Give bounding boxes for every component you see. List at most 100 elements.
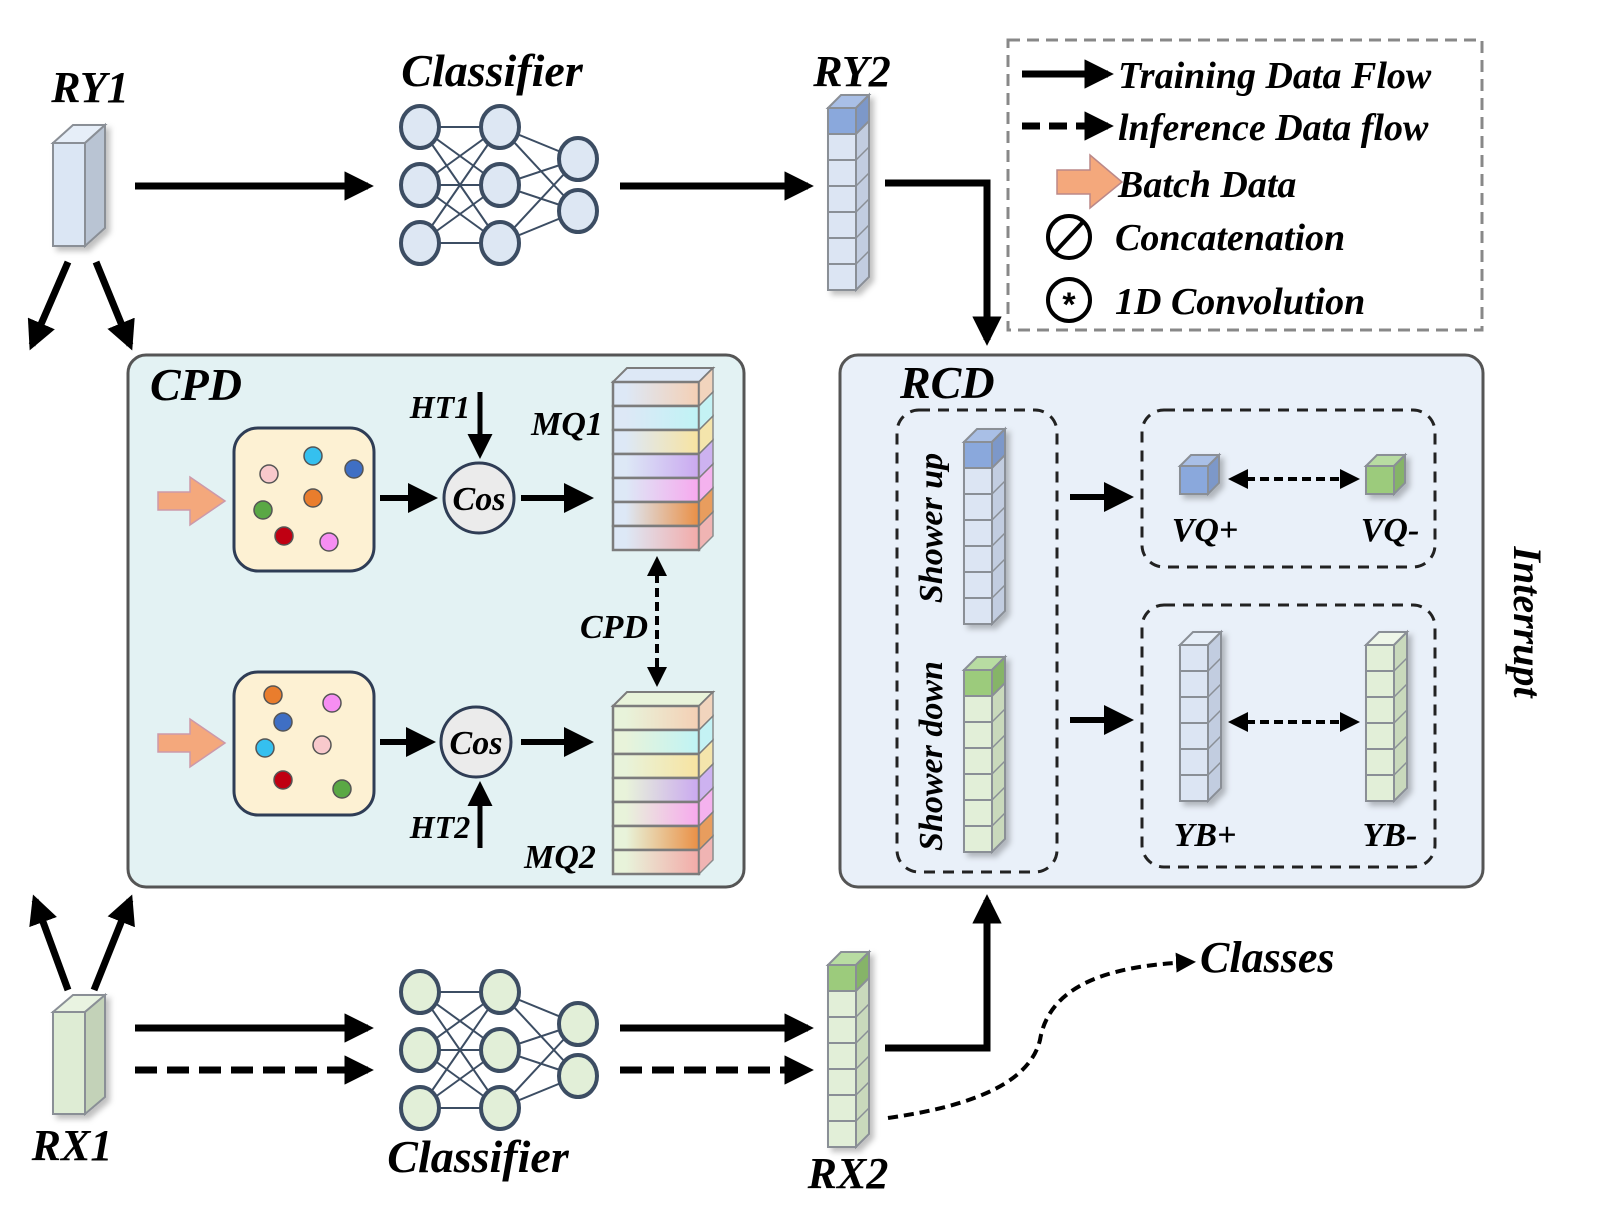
queue-top xyxy=(610,367,716,383)
cell-edge xyxy=(1393,683,1408,698)
yb-group-border xyxy=(1140,603,1437,869)
vq-minus-label: VQ- xyxy=(1361,512,1420,549)
vector-cell xyxy=(1179,670,1209,698)
nn-neuron xyxy=(479,969,521,1015)
inference-arrow-classes xyxy=(887,952,1196,1120)
nn-neuron xyxy=(399,104,441,150)
vector-cell xyxy=(963,441,993,469)
training-arrow xyxy=(90,894,135,992)
cell-edge xyxy=(991,734,1006,749)
classifier-top-label: Classifier xyxy=(401,45,584,96)
legend-training-flow: Training Data Flow xyxy=(1022,55,1432,97)
shower-down-vector xyxy=(961,654,1008,855)
cube-front xyxy=(1179,465,1209,495)
vector-cell xyxy=(827,1094,857,1122)
vector-cell xyxy=(827,107,857,135)
shower-down-label: Shower down xyxy=(913,661,950,851)
yb-minus-vector xyxy=(1363,629,1410,804)
legend: Training Data Flow lnference Data flow B… xyxy=(1006,38,1484,332)
vector-cell xyxy=(1179,644,1209,672)
cell-edge xyxy=(1207,709,1222,724)
ry1-label: RY1 xyxy=(50,63,128,112)
legend-label: lnference Data flow xyxy=(1118,107,1429,149)
legend-label: 1D Convolution xyxy=(1115,281,1365,323)
vector-cell xyxy=(963,467,993,495)
cell-edge xyxy=(855,1133,870,1148)
cell-edge xyxy=(1393,761,1408,776)
legend-border xyxy=(1006,38,1484,332)
vector-cell xyxy=(963,545,993,573)
mq2-label: MQ2 xyxy=(523,839,596,876)
vector-cell xyxy=(1365,774,1395,802)
nn-neuron xyxy=(399,220,441,266)
vector-cell xyxy=(1179,774,1209,802)
training-arrow xyxy=(885,179,1002,346)
cube-front xyxy=(1365,465,1395,495)
cos-label: Cos xyxy=(453,481,506,518)
cell-edge xyxy=(991,506,1006,521)
nn-neuron xyxy=(479,162,521,208)
batch-box-bottom xyxy=(232,670,376,817)
feature-dot xyxy=(312,735,332,755)
vector-cell xyxy=(827,964,857,992)
ry2-vector xyxy=(825,92,872,293)
nn-neuron xyxy=(557,1053,599,1099)
shower-up-label: Shower up xyxy=(913,453,950,603)
feature-dot xyxy=(273,770,293,790)
cell-edge xyxy=(855,172,870,187)
ht1-label: HT1 xyxy=(409,389,470,425)
memory-queue-2 xyxy=(610,690,716,876)
queue-slot xyxy=(611,728,701,756)
vector-cell xyxy=(1179,722,1209,750)
cell-edge xyxy=(1207,657,1222,672)
legend-label: Training Data Flow xyxy=(1118,55,1432,97)
nn-neuron xyxy=(399,1085,441,1131)
feature-dots-bottom xyxy=(255,685,352,799)
cell-edge xyxy=(991,480,1006,495)
feature-dot xyxy=(344,459,364,479)
legend-inference-flow: lnference Data flow xyxy=(1022,107,1429,149)
vq-plus-label: VQ+ xyxy=(1172,512,1239,549)
training-arrow xyxy=(885,894,1002,1052)
feature-dot xyxy=(263,685,283,705)
feature-dots-top xyxy=(253,446,364,552)
cpd-link-label: CPD xyxy=(580,609,648,646)
cell-edge xyxy=(855,1055,870,1070)
queue-top xyxy=(610,691,716,707)
cell-edge xyxy=(991,760,1006,775)
ry2-label: RY2 xyxy=(812,47,890,96)
cell-edge xyxy=(991,532,1006,547)
vector-cell xyxy=(963,669,993,697)
mq1-label: MQ1 xyxy=(530,406,603,443)
legend-label: Concatenation xyxy=(1115,217,1345,259)
cube-side xyxy=(855,92,870,137)
vector-cell xyxy=(1365,644,1395,672)
nn-neuron xyxy=(557,136,599,182)
vector-cell xyxy=(963,721,993,749)
cell-edge xyxy=(991,708,1006,723)
feature-dot xyxy=(274,526,294,546)
legend-concatenation: Concatenation xyxy=(1046,214,1345,260)
cell-edge xyxy=(1393,735,1408,750)
cell-edge xyxy=(855,1107,870,1122)
cos-node-top xyxy=(442,461,516,535)
cell-edge xyxy=(1207,787,1222,802)
cube-side xyxy=(855,949,870,994)
vector-cell xyxy=(827,133,857,161)
shower-group-border xyxy=(895,408,1059,874)
vector-cell xyxy=(1179,696,1209,724)
cell-edge xyxy=(991,786,1006,801)
nn-neuron xyxy=(479,104,521,150)
rx2-vector xyxy=(825,949,872,1150)
cell-edge xyxy=(1393,787,1408,802)
cell-edge xyxy=(1207,761,1222,776)
cos-node-bottom xyxy=(439,705,513,779)
vector-cell xyxy=(963,695,993,723)
cell-edge xyxy=(855,1003,870,1018)
nn-neuron xyxy=(479,1085,521,1131)
yb-minus-label: YB- xyxy=(1363,817,1418,854)
rx1-block xyxy=(50,992,108,1117)
vector-cell xyxy=(963,519,993,547)
shower-up-vector xyxy=(961,426,1008,627)
nn-neuron xyxy=(557,1001,599,1047)
